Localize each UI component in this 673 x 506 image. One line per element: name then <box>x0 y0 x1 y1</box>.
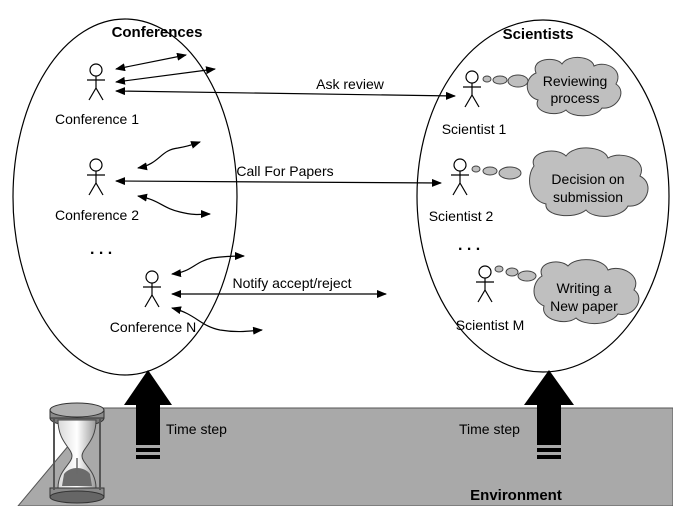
stick-figure-icon <box>87 63 105 101</box>
conference-1-arrows <box>115 52 216 85</box>
scientist-1-agent: Scientist 1 <box>442 70 507 137</box>
scientists-ellipse <box>416 19 670 373</box>
scientist-2-label: Scientist 2 <box>429 208 494 224</box>
conferences-ellipsis: . . . <box>90 241 112 258</box>
conference-n-agent: Conference N <box>110 270 196 335</box>
scientist-2-thought-line-2: submission <box>553 189 623 205</box>
conferences-ellipse <box>12 18 238 376</box>
environment-label: Environment <box>470 487 562 504</box>
ask-review-label: Ask review <box>316 76 385 92</box>
scientist-1-label: Scientist 1 <box>442 121 507 137</box>
conference-1-agent: Conference 1 <box>55 63 139 127</box>
scientist-m-agent: Scientist M <box>456 265 524 333</box>
conference-2-agent: Conference 2 <box>55 158 139 223</box>
ask-review-arrow: Ask review <box>115 76 456 100</box>
stick-figure-icon <box>451 158 469 196</box>
thought-cloud-icon <box>471 147 649 217</box>
time-step-arrow-conferences <box>124 370 172 459</box>
conference-1-label: Conference 1 <box>55 111 139 127</box>
call-for-papers-arrow: Call For Papers <box>115 163 442 187</box>
stick-figure-icon <box>476 265 494 303</box>
conference-2-arrows <box>137 141 211 219</box>
time-step-label-conferences: Time step <box>166 421 227 437</box>
time-step-arrow-scientists <box>524 370 574 459</box>
time-step-label-scientists: Time step <box>459 421 520 437</box>
scientist-1-thought-line-2: process <box>550 90 599 106</box>
thought-cloud-icon <box>482 57 622 117</box>
conferences-title: Conferences <box>112 24 203 41</box>
stick-figure-icon <box>463 70 481 108</box>
thought-cloud-icon <box>494 259 640 324</box>
hourglass-icon <box>49 402 105 504</box>
scientist-m-label: Scientist M <box>456 317 524 333</box>
stick-figure-icon <box>143 270 161 308</box>
scientist-m-thought-line-2: New paper <box>550 298 618 314</box>
scientist-1-thought-line-1: Reviewing <box>543 73 608 89</box>
conference-n-label: Conference N <box>110 319 196 335</box>
conference-n-arrows <box>171 252 263 335</box>
conference-2-label: Conference 2 <box>55 207 139 223</box>
scientist-2-thought-line-1: Decision on <box>551 171 624 187</box>
environment-plane <box>17 407 673 506</box>
scientists-ellipsis: . . . <box>458 237 480 254</box>
scientist-m-thought-line-1: Writing a <box>557 280 612 296</box>
stick-figure-icon <box>87 158 105 196</box>
notify-arrow: Notify accept/reject <box>171 275 387 298</box>
scientist-2-agent: Scientist 2 <box>429 158 494 224</box>
scientists-title: Scientists <box>503 26 574 43</box>
call-for-papers-label: Call For Papers <box>236 163 333 179</box>
notify-label: Notify accept/reject <box>232 275 351 291</box>
